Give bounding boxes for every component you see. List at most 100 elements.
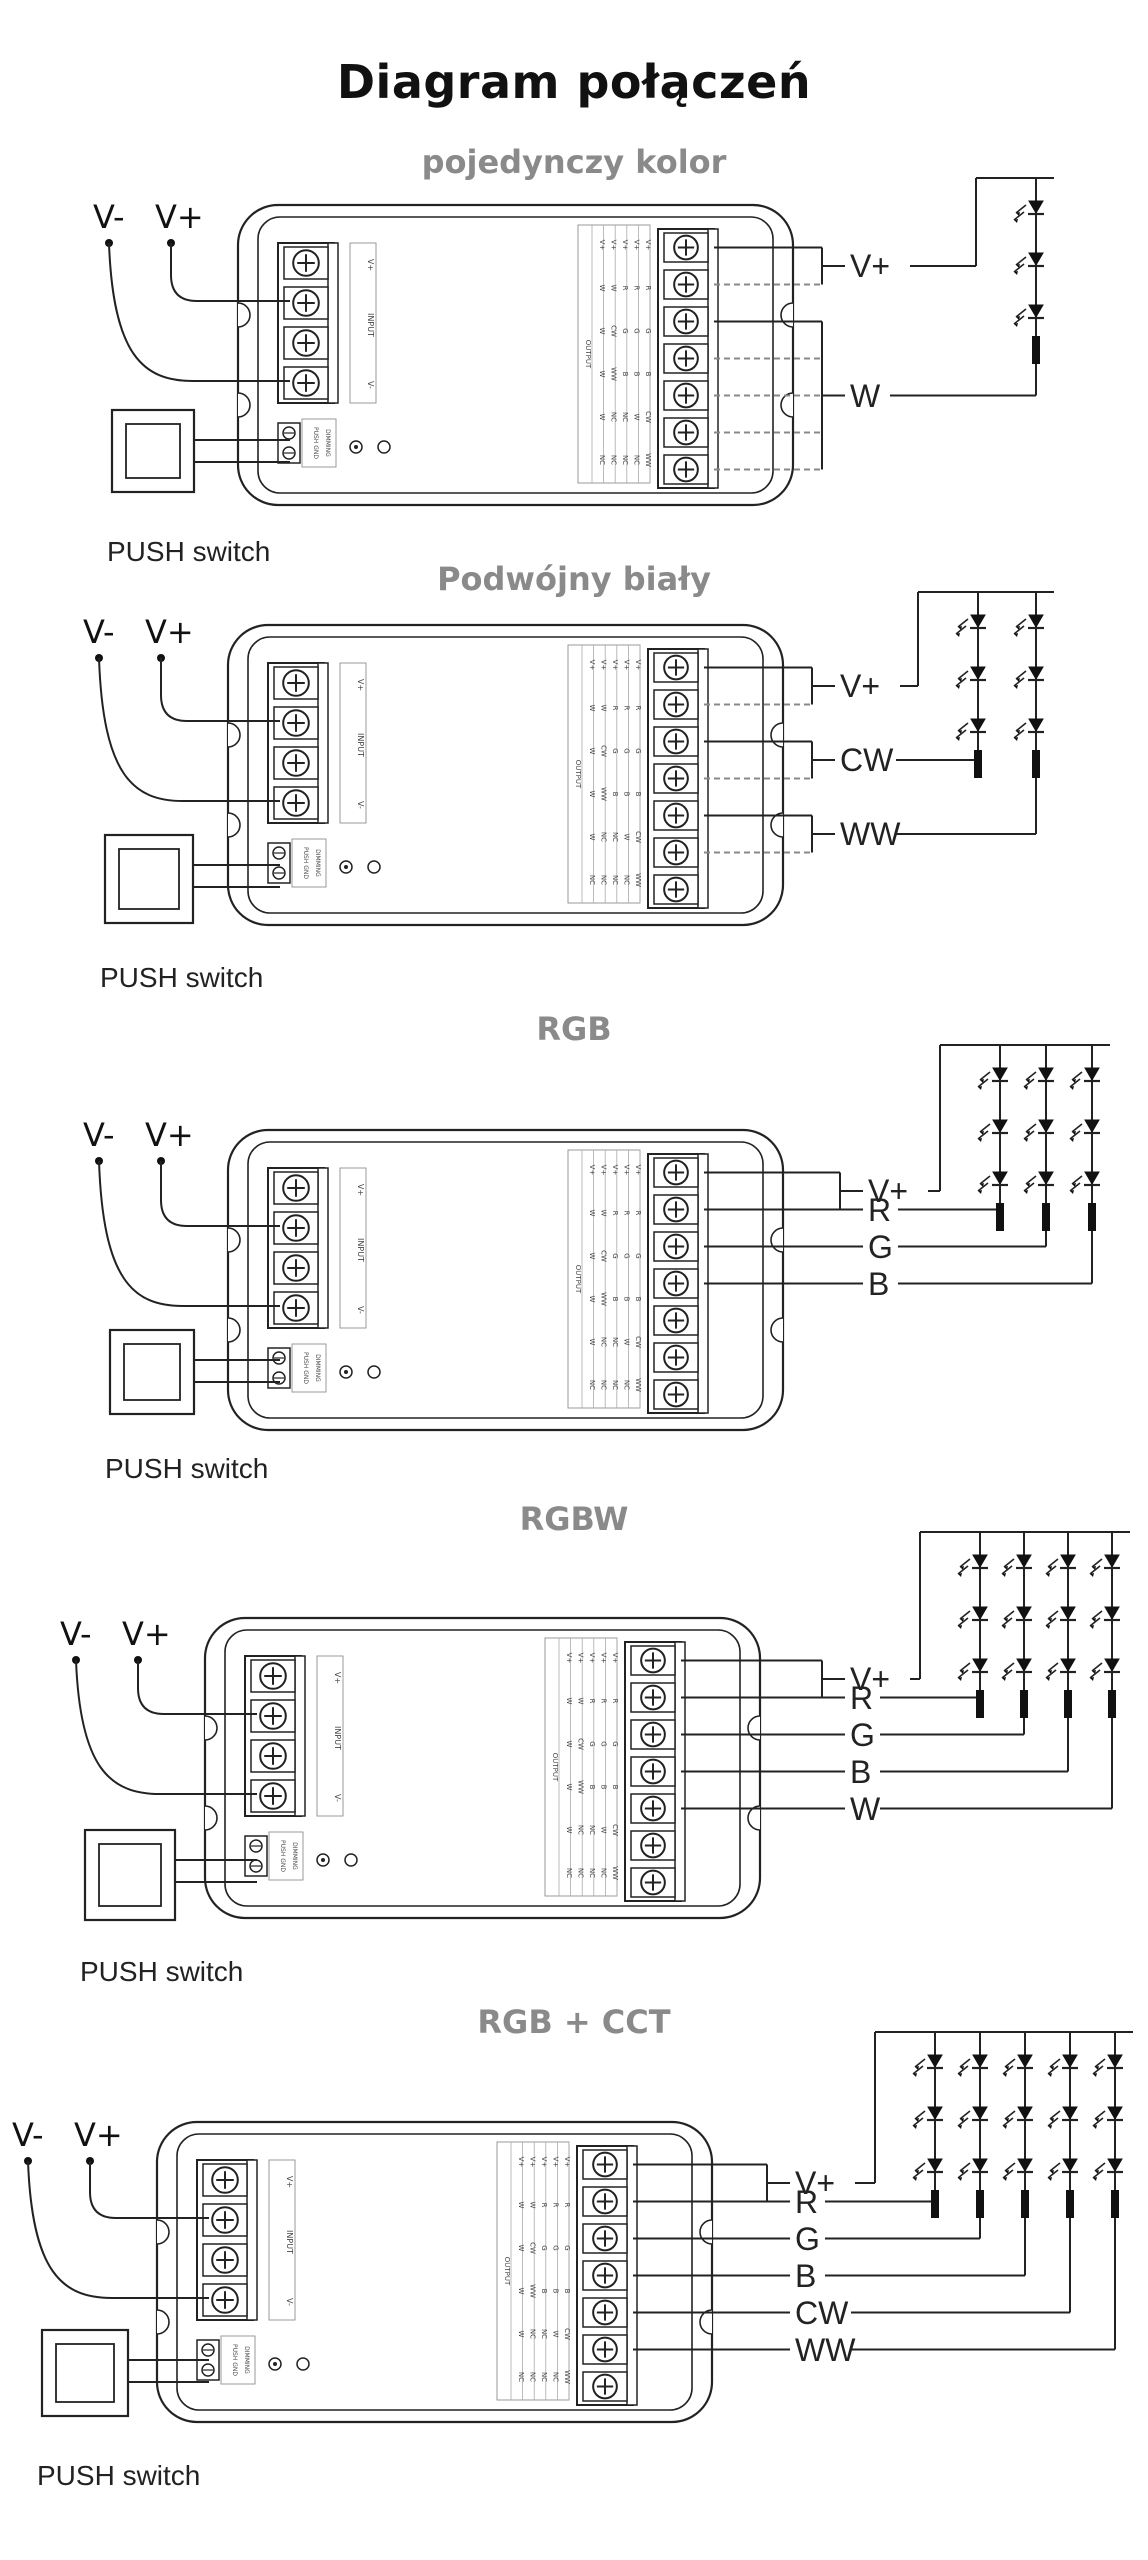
svg-text:NC: NC — [588, 1825, 596, 1835]
screw-icon — [673, 419, 699, 446]
svg-text:V+: V+ — [565, 1653, 573, 1664]
svg-text:DIMMING: DIMMING — [243, 2346, 250, 2374]
dimming-terminal: PUSH GND DIMMING — [196, 2335, 256, 2385]
svg-text:W: W — [517, 2245, 525, 2252]
svg-text:B: B — [611, 1785, 619, 1790]
screw-icon — [592, 2299, 618, 2326]
screw-icon — [663, 1196, 689, 1223]
svg-text:INPUT: INPUT — [366, 313, 375, 337]
svg-text:W: W — [565, 1741, 573, 1748]
svg-text:V+: V+ — [588, 1165, 596, 1176]
screw-icon — [282, 1214, 310, 1242]
v-minus-label: V- — [12, 2116, 44, 2154]
v-plus-label: V+ — [145, 613, 194, 651]
svg-text:WW: WW — [611, 1866, 619, 1880]
svg-text:R: R — [588, 1699, 596, 1704]
led-diode-icon — [1023, 1171, 1054, 1194]
svg-text:OUTPUT: OUTPUT — [574, 1265, 582, 1294]
led-diode-icon — [1013, 718, 1044, 741]
led-diode-icon — [1013, 304, 1044, 327]
svg-text:R: R — [611, 1211, 619, 1216]
led-diode-icon — [1047, 2106, 1078, 2129]
svg-text:B: B — [634, 792, 642, 797]
button-indicator — [296, 2357, 310, 2371]
resistor-icon — [996, 1203, 1004, 1231]
screw-icon — [663, 765, 689, 792]
svg-text:INPUT: INPUT — [285, 2230, 294, 2254]
svg-text:R: R — [563, 2203, 571, 2208]
output-label-g: G — [868, 1228, 893, 1265]
resistor-icon — [1032, 336, 1040, 364]
svg-text:CW: CW — [644, 411, 652, 423]
svg-text:V-: V- — [366, 381, 375, 389]
output-label-r: R — [868, 1191, 892, 1228]
screw-icon — [663, 1381, 689, 1408]
push-switch — [110, 408, 290, 494]
led-string — [1023, 1045, 1054, 1231]
screw-icon — [663, 1344, 689, 1371]
led-diode-icon — [1045, 1658, 1076, 1681]
led-diode-icon — [912, 2106, 943, 2129]
led-diode-icon — [1089, 1554, 1120, 1577]
v-plus-label: V+ — [74, 2116, 123, 2154]
svg-text:INPUT: INPUT — [356, 733, 365, 757]
svg-text:NC: NC — [609, 412, 617, 422]
screw-icon — [640, 1795, 666, 1822]
svg-text:NC: NC — [633, 455, 641, 465]
led-diode-icon — [1047, 2054, 1078, 2077]
svg-text:G: G — [623, 748, 631, 753]
svg-text:W: W — [588, 1339, 596, 1346]
led-diode-icon — [1089, 1606, 1120, 1629]
svg-text:NC: NC — [623, 875, 631, 885]
output-label-r: R — [795, 2183, 819, 2220]
svg-text:WW: WW — [528, 2284, 536, 2298]
svg-text:NC: NC — [528, 2372, 536, 2382]
led-diode-icon — [1069, 1067, 1100, 1090]
screw-icon — [673, 456, 699, 483]
svg-text:V-: V- — [356, 1306, 365, 1314]
svg-text:PUSH GND: PUSH GND — [231, 2344, 238, 2376]
svg-text:G: G — [621, 328, 629, 333]
input-terminal — [244, 1655, 306, 1817]
led-diode-icon — [1089, 1658, 1120, 1681]
svg-text:R: R — [623, 706, 631, 711]
svg-text:V+: V+ — [540, 2157, 548, 2168]
svg-text:B: B — [600, 1785, 608, 1790]
svg-text:CW: CW — [599, 745, 607, 757]
svg-text:R: R — [621, 286, 629, 291]
svg-text:W: W — [598, 328, 606, 335]
svg-text:V+: V+ — [600, 1653, 608, 1664]
screw-icon — [592, 2151, 618, 2178]
led-diode-icon — [1013, 252, 1044, 275]
led-diode-icon — [1001, 1554, 1032, 1577]
input-wires — [24, 2157, 209, 2299]
push-switch-label: PUSH switch — [105, 1453, 269, 1484]
svg-text:V+: V+ — [609, 240, 617, 251]
screw-icon — [640, 1758, 666, 1785]
svg-text:W: W — [517, 2288, 525, 2295]
led-diode-icon — [912, 2158, 943, 2181]
led-string — [1047, 2032, 1078, 2218]
output-label-b: B — [850, 1753, 872, 1790]
screw-icon — [292, 289, 320, 317]
input-wires — [72, 1656, 257, 1795]
v-minus-label: V- — [83, 613, 115, 651]
input-label-strip: INPUT V+ V- — [349, 242, 377, 404]
svg-text:W: W — [565, 1827, 573, 1834]
screw-icon — [282, 789, 310, 817]
svg-text:NC: NC — [528, 2329, 536, 2339]
screw-icon — [592, 2336, 618, 2363]
output-terminal — [647, 1153, 709, 1414]
svg-text:B: B — [588, 1785, 596, 1790]
svg-text:R: R — [634, 1211, 642, 1216]
led-diode-icon — [957, 1606, 988, 1629]
svg-text:V+: V+ — [366, 259, 375, 271]
svg-text:NC: NC — [599, 1337, 607, 1347]
svg-text:R: R — [540, 2203, 548, 2208]
screw-icon — [282, 1294, 310, 1322]
